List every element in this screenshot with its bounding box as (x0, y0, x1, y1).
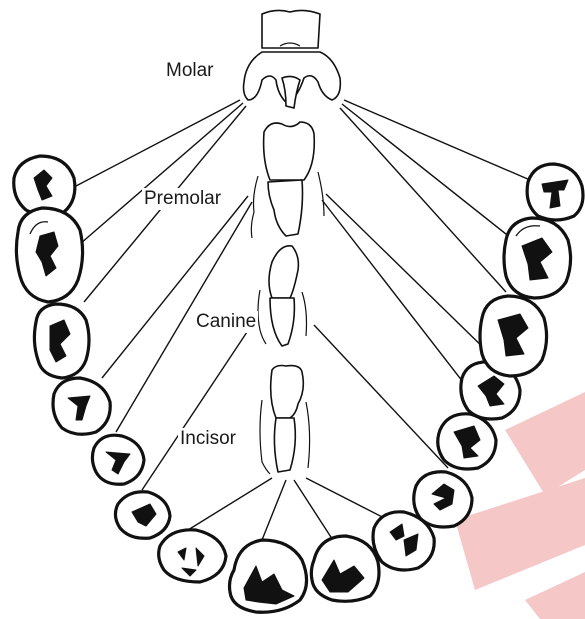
premolar-label: Premolar (142, 188, 223, 210)
left-second-premolar (53, 378, 110, 434)
right-second-molar (504, 218, 571, 298)
left-central-incisor (230, 540, 307, 612)
left-lateral-incisor (159, 530, 226, 582)
right-canine (414, 472, 472, 527)
incisor-label: Incisor (178, 428, 238, 450)
left-first-molar (34, 304, 89, 378)
molar-side-view (244, 10, 341, 108)
premolar-side-view (251, 122, 324, 238)
right-first-premolar (438, 414, 496, 469)
incisor-side-view (260, 366, 310, 475)
left-second-molar (16, 208, 82, 302)
canine-side-view (258, 246, 307, 346)
left-canine (115, 492, 170, 539)
left-first-premolar (92, 435, 144, 484)
right-first-molar (480, 296, 547, 376)
right-central-incisor (311, 536, 379, 601)
canine-label: Canine (194, 311, 258, 333)
right-third-molar (527, 164, 583, 220)
molar-label: Molar (164, 60, 216, 82)
